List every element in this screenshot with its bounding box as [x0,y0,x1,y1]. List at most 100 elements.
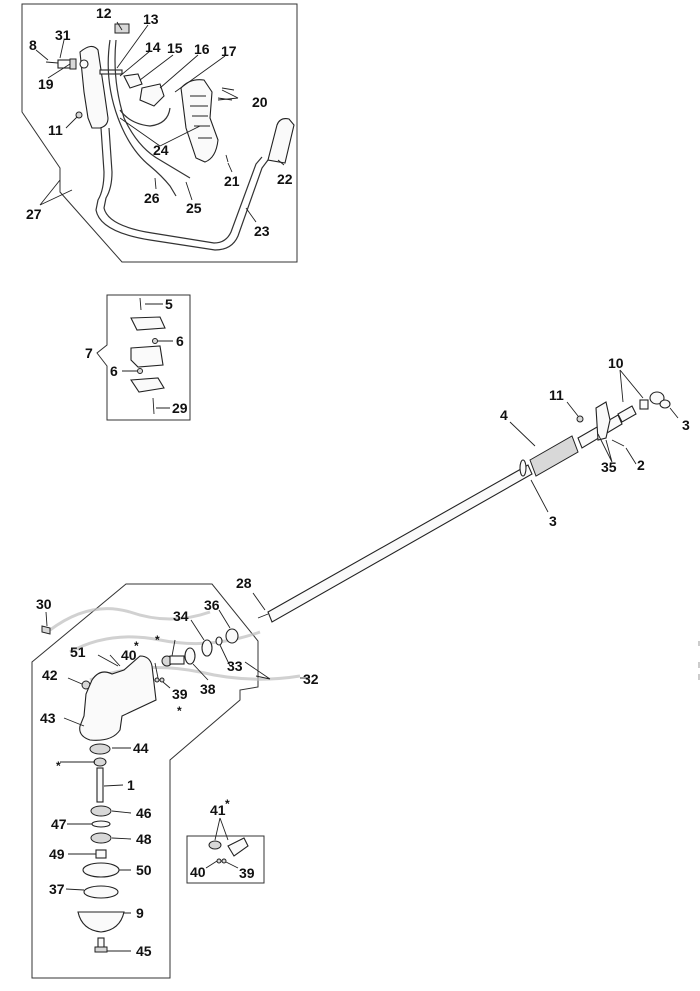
washer-39 [159,677,165,683]
screw-8 [45,61,59,64]
label-43: 43 [40,710,56,726]
label-39-kit: 39 [239,865,255,881]
label-6-upper: 6 [176,333,184,349]
wire-harness-25 [114,39,191,179]
label-2: 2 [637,457,645,473]
shaft-assembly: 10 11 3 4 35 2 3 28 [236,355,690,623]
label-32: 32 [303,671,319,687]
label-40: 40 [121,647,137,663]
label-19: 19 [38,76,54,92]
throttle-cable [119,107,171,127]
snap-ring-36 [225,628,239,644]
label-24: 24 [153,142,169,158]
label-14: 14 [145,39,161,55]
label-22: 22 [277,171,293,187]
wire-harness-26 [107,39,177,197]
label-27: 27 [26,206,42,222]
screw-2 [611,439,625,447]
nut-6-upper [152,338,158,344]
label-38: 38 [200,681,216,697]
gear-kit-frame [186,835,265,884]
loop-handle-tube-inner [103,127,263,244]
label-30: 30 [36,596,52,612]
label-42: 42 [42,667,58,683]
kit-gear-shaft [227,837,249,857]
screw-30 [41,625,51,635]
bearing-44 [89,743,111,755]
drive-shaft-end [257,613,269,619]
gear-housing-43 [79,655,157,741]
label-39: 39 [172,686,188,702]
label-10: 10 [608,355,624,371]
kit-washer-40 [216,858,222,864]
asterisk-41: * [225,797,230,811]
label-13: 13 [143,11,159,27]
label-20: 20 [252,94,268,110]
loop-handle-tube [95,127,269,251]
label-45: 45 [136,943,152,959]
label-5: 5 [165,296,173,312]
kit-washer-39 [221,858,227,864]
label-12: 12 [96,5,112,21]
label-8: 8 [29,37,37,53]
clamp-assembly: 5 7 6 6 29 [85,294,191,421]
seal-48 [90,832,112,844]
bracket-35 [595,401,611,441]
screw-20a [221,87,235,91]
group-27-bracket [39,179,73,206]
screw-29 [152,397,155,415]
bearing-34 [201,639,213,657]
bushing-10 [639,399,649,410]
clamp-lower [130,377,165,393]
gear-star [93,757,107,767]
washer-40 [154,677,160,683]
bearing-38 [184,647,196,665]
label-9: 9 [136,905,144,921]
gear-head-assembly: 30 36 34 40 * * 51 33 32 42 38 39 * 43 4… [31,583,319,979]
spring-19 [69,58,77,70]
leader-28 [252,592,266,611]
label-6-lower: 6 [110,363,118,379]
bolt-45-head [94,946,108,953]
label-48: 48 [136,831,152,847]
clamp-upper [130,316,166,331]
clamp-body [130,345,164,368]
group-41-bracket [214,817,229,841]
label-28: 28 [236,575,252,591]
drive-tube-28 [267,464,533,623]
screw-21 [225,154,229,163]
nut-11-shaft [576,415,584,423]
gearhead-group-frame [31,583,259,979]
label-21: 21 [224,173,240,189]
handle-assembly: 12 13 8 31 14 15 16 17 19 20 11 24 21 22… [21,3,298,263]
asterisk-gear: * [155,633,160,647]
circlip-33 [215,636,223,646]
label-15: 15 [167,40,183,56]
leaders-shaft [509,369,679,513]
spacer-49 [95,849,107,859]
cup-50 [82,862,120,878]
gear-kit-inset: 41 * 40 39 [186,797,265,884]
leaders-kit [205,860,239,869]
label-17: 17 [221,43,237,59]
label-26: 26 [144,190,160,206]
label-51: 51 [70,644,86,660]
label-11-shaft: 11 [549,387,564,403]
asterisk-44: * [56,759,61,773]
nut-11 [75,111,83,119]
label-11-handle: 11 [48,122,63,138]
label-4: 4 [500,407,508,423]
label-1: 1 [127,777,135,793]
leaders-gearhead [45,609,271,952]
label-50: 50 [136,862,152,878]
label-41: 41 [210,802,226,818]
label-16: 16 [194,41,210,57]
spindle-1 [96,767,104,803]
bracket-hole [79,59,89,69]
pin-14 [99,69,123,75]
label-47: 47 [51,816,67,832]
label-44: 44 [133,740,149,756]
label-3-right: 3 [682,417,690,433]
foam-sleeve-4 [529,435,579,477]
label-7: 7 [85,345,93,361]
